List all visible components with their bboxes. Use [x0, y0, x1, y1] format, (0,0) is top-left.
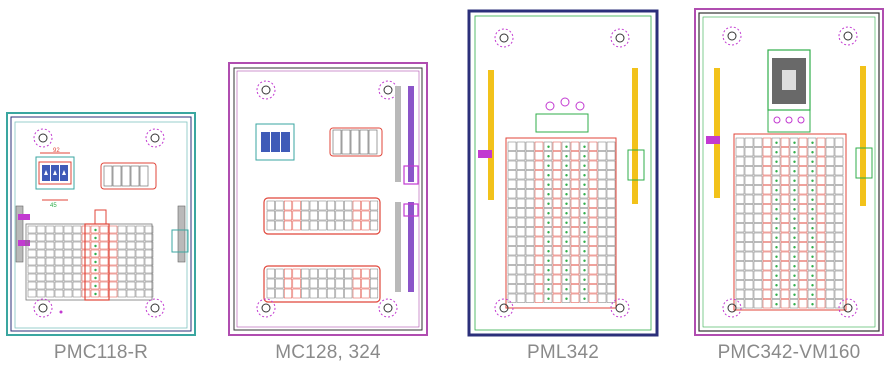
mount-hole-icon — [145, 298, 165, 318]
rail-right — [395, 86, 401, 182]
panel-pml342 — [467, 9, 659, 337]
busbar-left — [488, 70, 494, 200]
panel-pmc342-vm160 — [694, 8, 884, 336]
breaker-bank — [733, 133, 847, 311]
busbar-left — [714, 68, 720, 198]
mount-hole-icon — [145, 128, 165, 148]
panel-pmc342-vm160-drawing — [694, 8, 884, 336]
breaker-row — [263, 197, 381, 235]
mount-hole-icon — [494, 28, 514, 48]
mount-hole-icon — [722, 26, 742, 46]
caption-pml342: PML342 — [527, 342, 599, 363]
mount-hole-icon — [378, 80, 398, 100]
mount-hole-icon — [256, 298, 276, 318]
mount-hole-icon — [722, 298, 742, 318]
mount-hole-icon — [33, 128, 53, 148]
mount-hole-icon — [256, 80, 276, 100]
caption-pmc118-r: PMC118-R — [53, 342, 149, 363]
breaker-bank — [505, 137, 617, 309]
mount-hole-icon — [33, 298, 53, 318]
panel-pmc118-r: 92 45 — [6, 112, 196, 336]
mount-hole-icon — [378, 298, 398, 318]
dimension-label-top: 92 — [53, 148, 60, 154]
mount-hole-icon — [610, 298, 630, 318]
ground-rail — [15, 205, 24, 263]
panel-mc128-324 — [228, 62, 428, 336]
panel-mc128-324-drawing — [228, 62, 428, 336]
breaker-row — [263, 265, 381, 303]
busbar-right — [860, 66, 866, 206]
mount-hole-icon — [838, 26, 858, 46]
enclosure-frame — [467, 9, 659, 337]
enclosure-frame — [228, 62, 428, 336]
enclosure-frame — [694, 8, 884, 336]
mount-hole-icon — [494, 298, 514, 318]
panel-pml342-drawing — [467, 9, 659, 337]
busbar-right — [632, 68, 638, 204]
main-breaker — [255, 123, 295, 161]
enclosure-frame — [6, 112, 196, 336]
mount-hole-icon — [610, 28, 630, 48]
mount-hole-icon — [838, 298, 858, 318]
panel-pmc118-r-drawing: 92 45 — [6, 112, 196, 336]
dimension-label-bottom: 45 — [50, 203, 57, 209]
caption-mc128-324: MC128, 324 — [275, 342, 381, 363]
caption-pmc342-vm160: PMC342-VM160 — [717, 342, 861, 363]
main-breaker — [35, 156, 75, 190]
